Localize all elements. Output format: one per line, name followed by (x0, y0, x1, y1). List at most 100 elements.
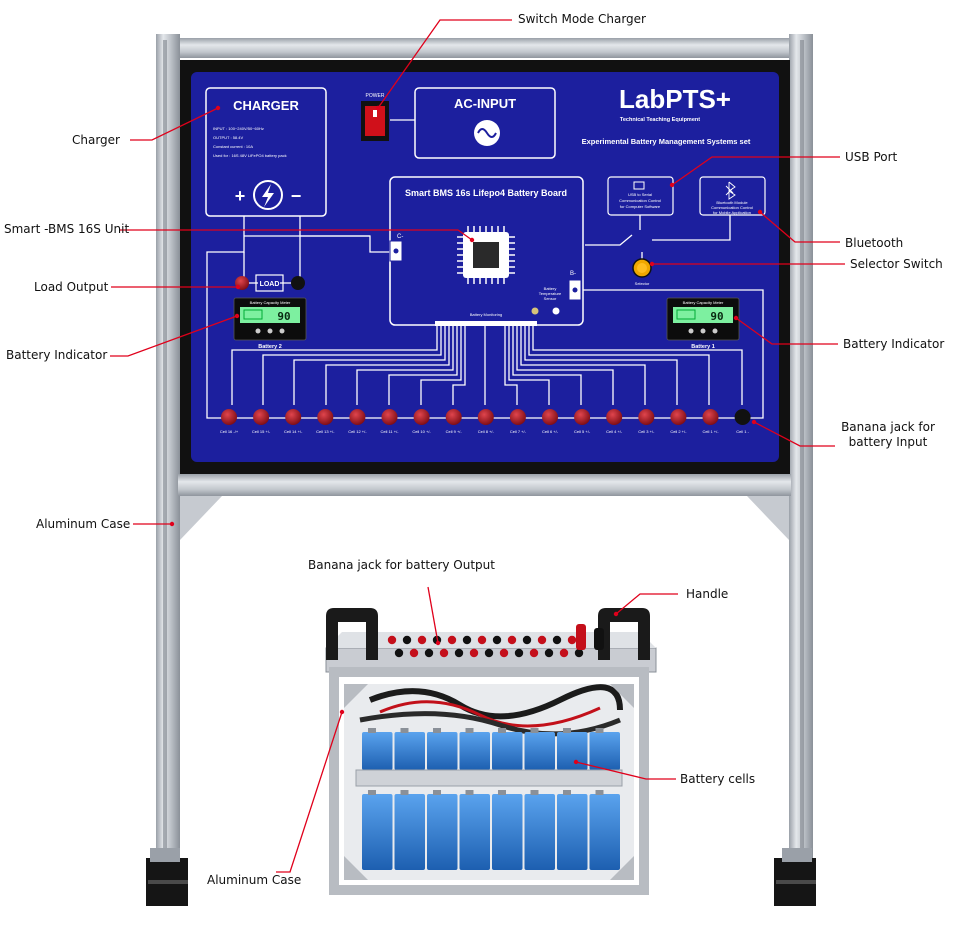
output-banana-jack[interactable] (493, 636, 501, 644)
charger-spec-3: Constant current : 10A (213, 144, 253, 149)
banana-jack[interactable] (542, 409, 558, 425)
load-jack-negative[interactable] (291, 276, 305, 290)
temp-sensor-port-2[interactable] (553, 308, 560, 315)
battery-cell (590, 794, 621, 870)
banana-jack[interactable] (253, 409, 269, 425)
battery-1-label: Battery 1 (691, 344, 715, 350)
output-banana-jack[interactable] (530, 649, 538, 657)
output-post-negative[interactable] (594, 628, 604, 650)
banana-jack-label: Cell 7 +/- (510, 429, 527, 434)
output-banana-jack[interactable] (395, 649, 403, 657)
battery-cell (460, 794, 491, 870)
banana-jack[interactable] (638, 409, 654, 425)
indicator-value-2: 90 (277, 310, 290, 323)
banana-jack[interactable] (317, 409, 333, 425)
battery-cell (427, 732, 458, 770)
cell-terminal (596, 728, 604, 733)
callout-smart-bms: Smart -BMS 16S Unit (4, 222, 129, 237)
cell-terminal (563, 790, 571, 795)
bms-title: Smart BMS 16s Lifepo4 Battery Board (405, 188, 567, 198)
selector-label: Selector (635, 281, 650, 286)
callout-charger: Charger (72, 133, 120, 148)
bms-panel: CHARGER INPUT : 100~240V/50~60Hz OUTPUT … (180, 60, 790, 474)
banana-jack-label: Cell 5 +/- (574, 429, 591, 434)
banana-jack[interactable] (606, 409, 622, 425)
battery-cell (492, 794, 523, 870)
callout-bluetooth: Bluetooth (845, 236, 903, 251)
selector-switch[interactable]: Selector (633, 259, 651, 286)
output-banana-jack[interactable] (575, 649, 583, 657)
cell-terminal (596, 790, 604, 795)
output-banana-jack[interactable] (523, 636, 531, 644)
banana-jack[interactable] (703, 409, 719, 425)
battery-cell (525, 794, 556, 870)
cell-terminal (433, 728, 441, 733)
banana-jack[interactable] (349, 409, 365, 425)
output-banana-jack[interactable] (388, 636, 396, 644)
output-banana-jack[interactable] (538, 636, 546, 644)
banana-jack[interactable] (478, 409, 494, 425)
output-banana-jack[interactable] (448, 636, 456, 644)
output-banana-jack[interactable] (545, 649, 553, 657)
output-banana-jack[interactable] (568, 636, 576, 644)
banana-jack[interactable] (510, 409, 526, 425)
battery-cell (362, 732, 393, 770)
callout-selector-switch: Selector Switch (850, 257, 943, 272)
callout-battery-indicator-right: Battery Indicator (843, 337, 944, 352)
banana-jack[interactable] (735, 409, 751, 425)
banana-jack-label: Cell 9 +/- (446, 429, 463, 434)
banana-jack[interactable] (221, 409, 237, 425)
charger-plus-sign: + (235, 186, 246, 206)
battery-cell (525, 732, 556, 770)
output-banana-jack[interactable] (500, 649, 508, 657)
b-minus-label: B- (570, 271, 576, 277)
cell-terminal (401, 790, 409, 795)
output-banana-jack[interactable] (425, 649, 433, 657)
callout-banana-input-line1: Banana jack for (833, 420, 943, 435)
output-banana-jack[interactable] (485, 649, 493, 657)
banana-jack-label: Cell 1 +/- (702, 429, 719, 434)
output-banana-jack[interactable] (403, 636, 411, 644)
output-banana-jack[interactable] (470, 649, 478, 657)
banana-jack-label: Cell 6 +/- (542, 429, 559, 434)
callout-load-output: Load Output (34, 280, 108, 295)
output-banana-jack[interactable] (440, 649, 448, 657)
brand-tagline: Technical Teaching Equipment (620, 117, 700, 123)
cell-terminal (401, 728, 409, 733)
usb-text-1: USB to Serial (628, 192, 652, 197)
indicator-value-1: 90 (710, 310, 723, 323)
cell-terminal (368, 790, 376, 795)
output-banana-jack[interactable] (478, 636, 486, 644)
output-banana-jack[interactable] (418, 636, 426, 644)
chip-icon (457, 226, 515, 284)
cell-terminal (498, 790, 506, 795)
banana-jack[interactable] (446, 409, 462, 425)
banana-jack-label: Cell 11 +/- (380, 429, 399, 434)
battery-cell (492, 732, 523, 770)
usb-text-2: Communication Control (619, 198, 661, 203)
battery-cell (395, 732, 426, 770)
banana-jack-label: Cell 3 +/- (638, 429, 655, 434)
banana-jack[interactable] (382, 409, 398, 425)
set-title: Experimental Battery Management Systems … (582, 137, 751, 146)
banana-jack[interactable] (670, 409, 686, 425)
callout-banana-output: Banana jack for battery Output (308, 558, 495, 573)
ac-wave-icon (474, 120, 500, 146)
callout-banana-input: Banana jack for battery Input (833, 420, 943, 450)
output-banana-jack[interactable] (455, 649, 463, 657)
cell-terminal (563, 728, 571, 733)
output-banana-jack[interactable] (560, 649, 568, 657)
output-banana-jack[interactable] (463, 636, 471, 644)
output-banana-jack[interactable] (553, 636, 561, 644)
charger-spec-4: Used for : 16S 48V LiFePO4 battery pack (213, 153, 287, 158)
banana-jack[interactable] (574, 409, 590, 425)
banana-jack[interactable] (285, 409, 301, 425)
temp-sensor-port[interactable] (532, 308, 539, 315)
output-banana-jack[interactable] (515, 649, 523, 657)
banana-jack[interactable] (414, 409, 430, 425)
output-banana-jack[interactable] (410, 649, 418, 657)
callout-battery-indicator-left: Battery Indicator (6, 348, 107, 363)
callout-usb-port: USB Port (845, 150, 897, 165)
output-banana-jack[interactable] (508, 636, 516, 644)
output-post-positive[interactable] (576, 624, 586, 650)
